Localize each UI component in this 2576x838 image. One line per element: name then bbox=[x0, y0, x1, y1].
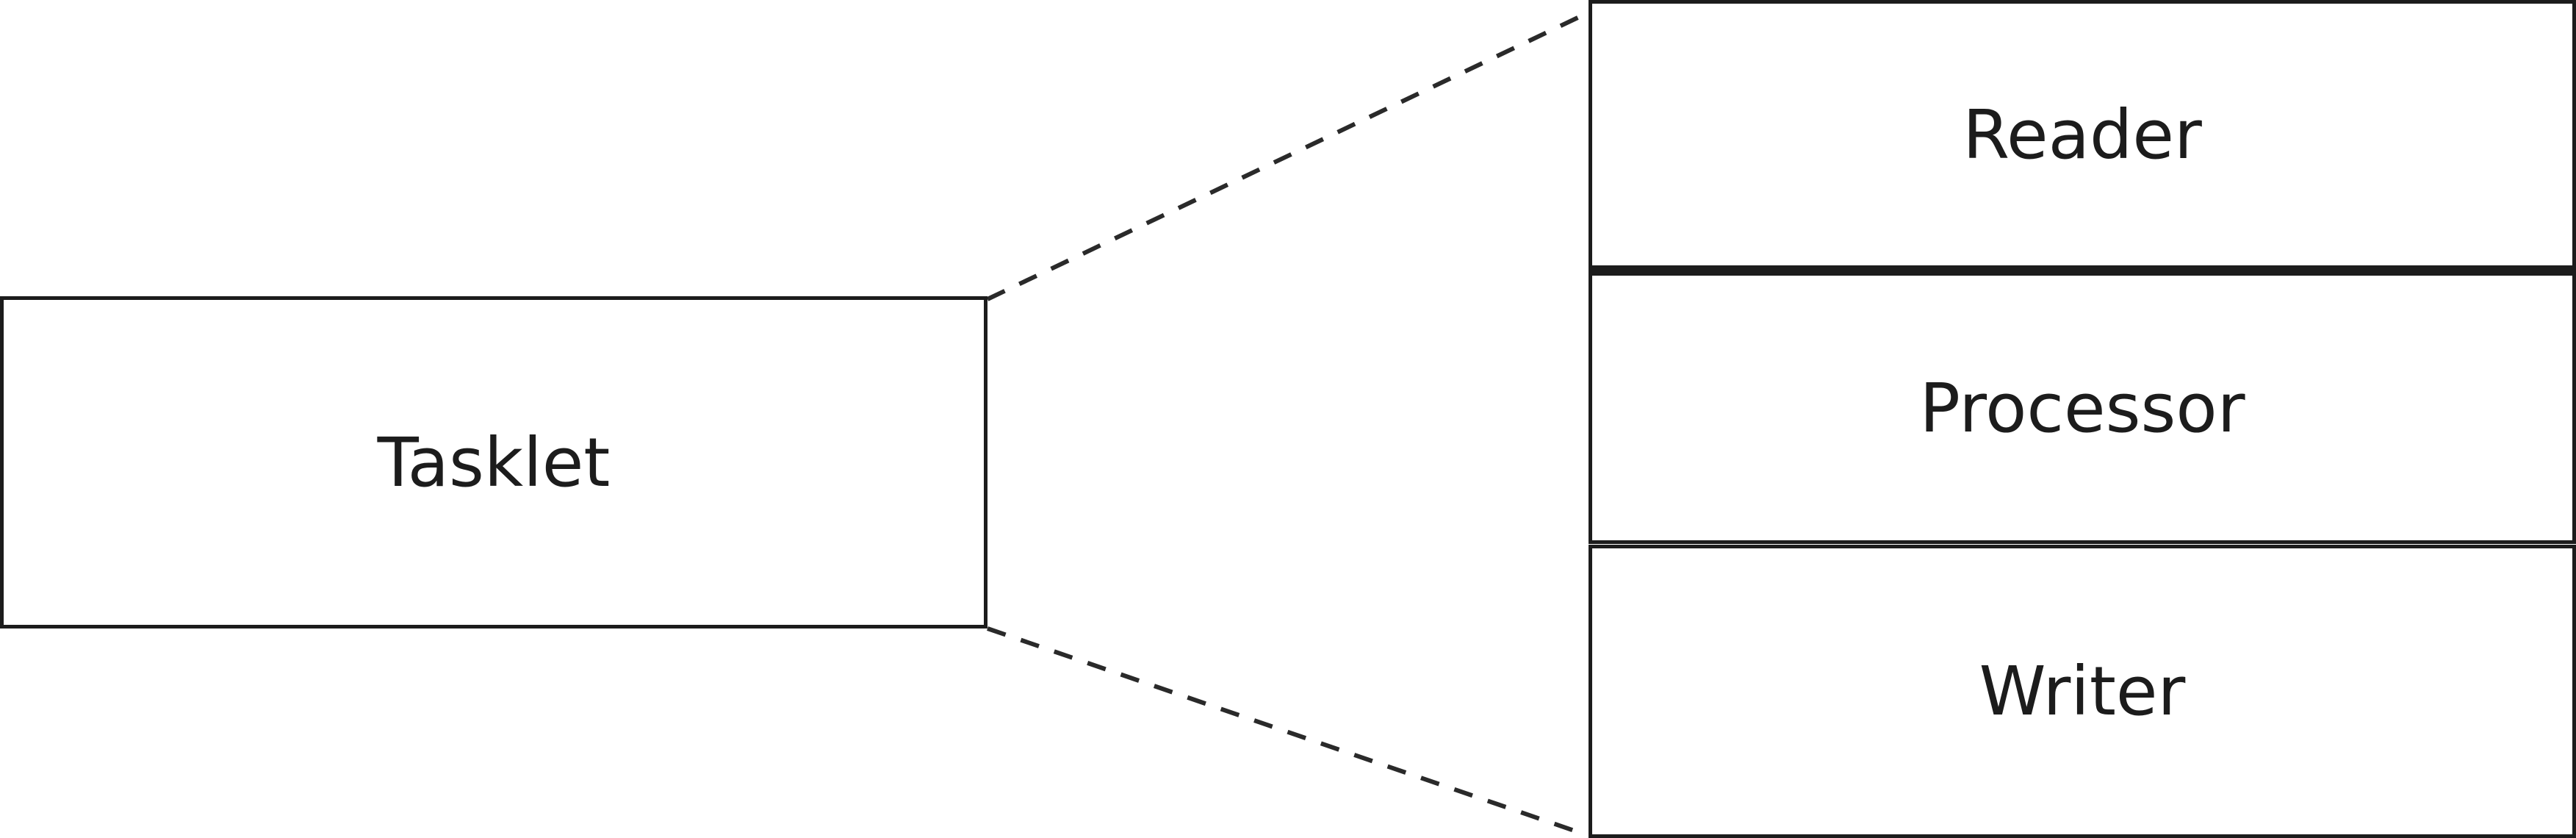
lower-dashed-connector bbox=[987, 626, 1588, 837]
tasklet-label: Tasklet bbox=[377, 423, 611, 502]
writer-label: Writer bbox=[1979, 652, 2186, 731]
processor-label: Processor bbox=[1919, 368, 2245, 448]
tasklet-box: Tasklet bbox=[0, 296, 987, 628]
upper-dashed-connector bbox=[986, 11, 1589, 301]
reader-box: Reader bbox=[1589, 0, 2576, 272]
reader-label: Reader bbox=[1962, 95, 2202, 174]
writer-box: Writer bbox=[1589, 545, 2576, 838]
processor-box: Processor bbox=[1589, 272, 2576, 544]
